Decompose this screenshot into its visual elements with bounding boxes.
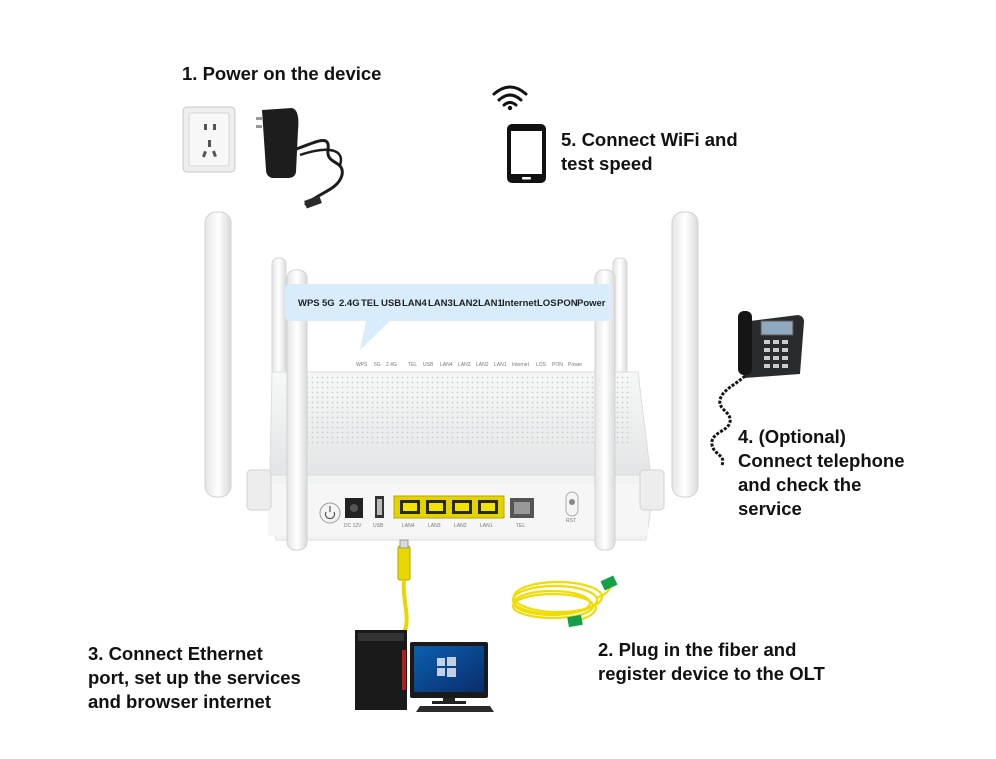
indicator-tel: TEL [361, 298, 379, 309]
desk-phone-icon [710, 311, 804, 466]
svg-text:LAN3: LAN3 [458, 362, 471, 368]
svg-text:WPS: WPS [356, 362, 368, 368]
svg-text:LAN4: LAN4 [440, 362, 453, 368]
power-button-icon [319, 502, 341, 524]
svg-text:LOS: LOS [536, 362, 547, 368]
svg-text:USB: USB [423, 362, 434, 368]
usb-port-label: USB [373, 523, 384, 529]
indicator-2-4g: 2.4G [339, 298, 360, 309]
indicator-lan3: LAN3 [428, 298, 453, 309]
router-icon: WPS 5G 2.4G TEL USB LAN4 LAN3 LAN2 LAN1 … [204, 211, 699, 551]
step-4-line-2: Connect telephone [738, 450, 905, 471]
step-2-line-1: 2. Plug in the fiber and [598, 639, 797, 660]
indicator-callout: WPS 5G 2.4G TEL USB LAN4 LAN3 LAN2 LAN1 … [285, 284, 610, 350]
step-5-line-1: 5. Connect WiFi and [561, 129, 738, 150]
svg-text:Internet: Internet [512, 362, 530, 368]
dc-port-label: DC 12V [344, 523, 362, 529]
step-3-connect-ethernet: 3. Connect Ethernet port, set up the ser… [88, 642, 301, 714]
wall-socket-icon [182, 106, 236, 173]
step-3-line-2: port, set up the services [88, 667, 301, 688]
lan2-port-label: LAN2 [454, 523, 467, 529]
tel-port-label: TEL [516, 523, 525, 529]
indicator-pon: PON [557, 298, 578, 309]
indicator-lan1: LAN1 [478, 298, 504, 309]
step-4-connect-telephone: 4. (Optional) Connect telephone and chec… [738, 425, 905, 521]
indicator-internet: Internet [502, 298, 538, 309]
step-5-connect-wifi: 5. Connect WiFi and test speed [561, 128, 738, 176]
indicator-usb: USB [381, 298, 401, 309]
fiber-cable-icon [511, 580, 613, 622]
step-3-line-3: and browser internet [88, 691, 271, 712]
rst-button-label: RST [566, 518, 576, 524]
lan1-port-label: LAN1 [480, 523, 493, 529]
step-3-line-1: 3. Connect Ethernet [88, 643, 263, 664]
lan4-port-label: LAN4 [402, 523, 415, 529]
svg-text:Power: Power [568, 362, 583, 368]
desktop-computer-icon [355, 630, 494, 712]
indicator-power: Power [577, 298, 606, 309]
step-2-plug-fiber: 2. Plug in the fiber and register device… [598, 638, 825, 686]
step-1-power-on: 1. Power on the device [182, 62, 381, 86]
svg-text:LAN2: LAN2 [476, 362, 489, 368]
indicator-lan2: LAN2 [453, 298, 478, 309]
indicator-5g: 5G [322, 298, 335, 309]
indicator-wps: WPS [298, 298, 320, 309]
wifi-icon [492, 85, 528, 111]
power-adapter-icon [256, 108, 344, 209]
indicator-los: LOS [537, 298, 557, 309]
step-4-line-3: and check the [738, 474, 862, 495]
svg-text:2.4G: 2.4G [386, 362, 397, 368]
svg-text:PON: PON [552, 362, 563, 368]
indicator-lan4: LAN4 [402, 298, 428, 309]
svg-text:5G: 5G [374, 362, 381, 368]
svg-text:LAN1: LAN1 [494, 362, 507, 368]
svg-text:TEL: TEL [408, 362, 417, 368]
step-4-line-4: service [738, 498, 802, 519]
smartphone-icon [507, 124, 546, 183]
step-2-line-2: register device to the OLT [598, 663, 825, 684]
lan3-port-label: LAN3 [428, 523, 441, 529]
step-1-line: 1. Power on the device [182, 63, 382, 84]
step-5-line-2: test speed [561, 153, 653, 174]
step-4-line-1: 4. (Optional) [738, 426, 846, 447]
